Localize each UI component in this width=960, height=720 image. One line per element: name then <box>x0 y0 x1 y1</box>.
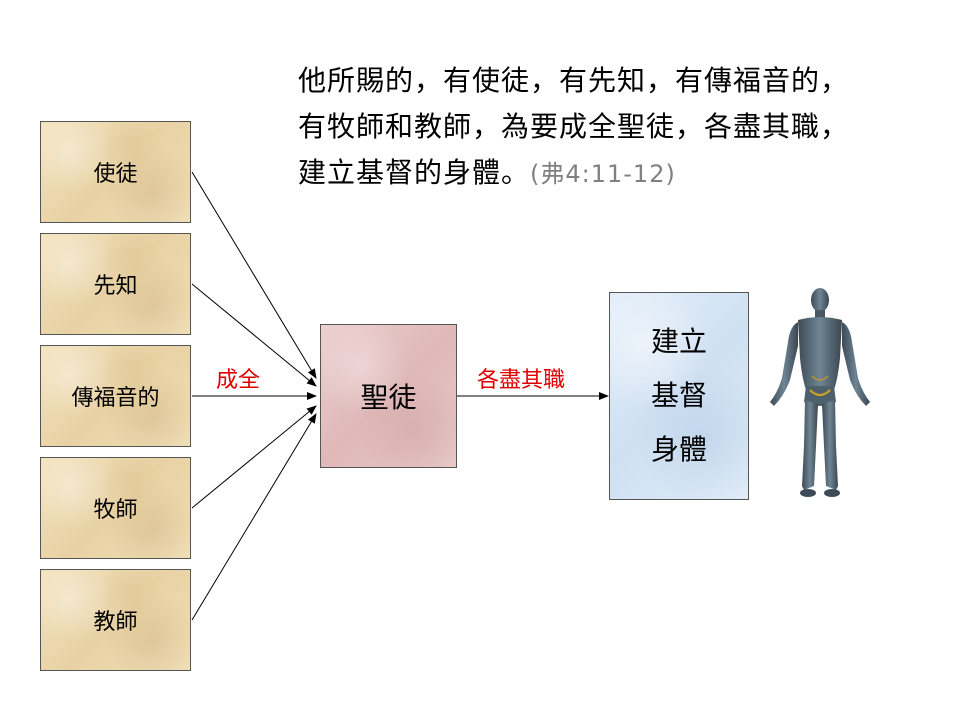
arrow-teachers-to-saints <box>191 413 317 621</box>
role-box-apostles: 使徒 <box>40 121 191 223</box>
role-box-teachers: 教師 <box>40 569 191 671</box>
arrow-prophets-to-saints <box>191 283 317 387</box>
quote-line-1: 他所賜的，有使徒，有先知，有傳福音的， <box>298 64 850 97</box>
edge-label-each-role: 各盡其職 <box>477 368 566 393</box>
role-label-apostles: 使徒 <box>93 162 138 187</box>
build-label-line-2: 基督 <box>650 379 707 412</box>
arrow-pastors-to-saints <box>191 405 317 509</box>
role-label-evangelists: 傳福音的 <box>71 386 160 411</box>
role-label-prophets: 先知 <box>93 274 138 299</box>
quote-line-3-text: 建立基督的身體。 <box>298 156 531 189</box>
role-box-pastors: 牧師 <box>40 457 191 559</box>
role-box-evangelists: 傳福音的 <box>40 345 191 447</box>
build-label-line-3: 身體 <box>650 433 707 466</box>
saints-box: 聖徒 <box>320 324 457 468</box>
human-anatomy-figure-icon <box>770 288 870 497</box>
saints-label: 聖徒 <box>360 381 417 414</box>
quote-line-3: 建立基督的身體。(弗4:11-12) <box>298 150 938 197</box>
arrow-apostles-to-saints <box>191 171 317 379</box>
edge-label-equip: 成全 <box>216 368 261 393</box>
role-box-prophets: 先知 <box>40 233 191 335</box>
build-label-line-1: 建立 <box>650 325 707 358</box>
scripture-quote: 他所賜的，有使徒，有先知，有傳福音的， 有牧師和教師，為要成全聖徒，各盡其職， … <box>298 58 938 197</box>
quote-line-2: 有牧師和教師，為要成全聖徒，各盡其職， <box>298 110 850 143</box>
scripture-reference: (弗4:11-12) <box>530 160 676 188</box>
role-label-pastors: 牧師 <box>93 498 138 523</box>
build-body-box: 建立 基督 身體 <box>609 292 749 500</box>
role-label-teachers: 教師 <box>93 610 138 635</box>
